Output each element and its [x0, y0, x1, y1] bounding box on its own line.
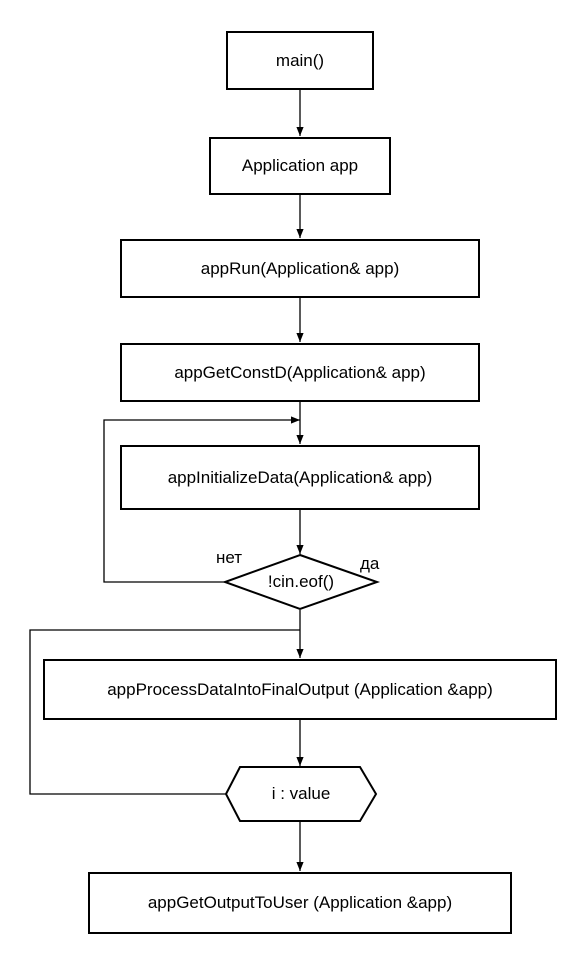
node-output-to-user: appGetOutputToUser (Application &app)	[88, 872, 512, 934]
loop-hexagon	[224, 766, 378, 822]
node-app-run: appRun(Application& app)	[120, 239, 480, 298]
node-main-label: main()	[275, 50, 325, 70]
branch-yes-label: да	[360, 554, 380, 573]
node-application-app-label: Application app	[241, 156, 359, 175]
node-main: main()	[226, 31, 374, 90]
branch-no-label: нет	[216, 548, 243, 567]
node-process-data: appProcessDataIntoFinalOutput (Applicati…	[43, 659, 557, 720]
loop-back-no-branch	[103, 416, 300, 583]
loop-back-value	[29, 629, 300, 795]
node-get-const: appGetConstD(Application& app)	[120, 343, 480, 402]
loop-value-label: i : value	[271, 784, 331, 803]
node-initialize-data: appInitializeData(Application& app)	[120, 445, 480, 510]
decision-eof-label: !cin.eof()	[267, 572, 335, 591]
node-application-app: Application app	[209, 137, 391, 195]
node-output-to-user-label: appGetOutputToUser (Application &app)	[147, 893, 453, 912]
node-app-run-label: appRun(Application& app)	[200, 258, 400, 278]
node-initialize-data-label: appInitializeData(Application& app)	[167, 467, 433, 487]
node-process-data-label: appProcessDataIntoFinalOutput (Applicati…	[107, 679, 493, 699]
node-get-const-label: appGetConstD(Application& app)	[174, 362, 426, 382]
decision-diamond	[222, 553, 381, 611]
